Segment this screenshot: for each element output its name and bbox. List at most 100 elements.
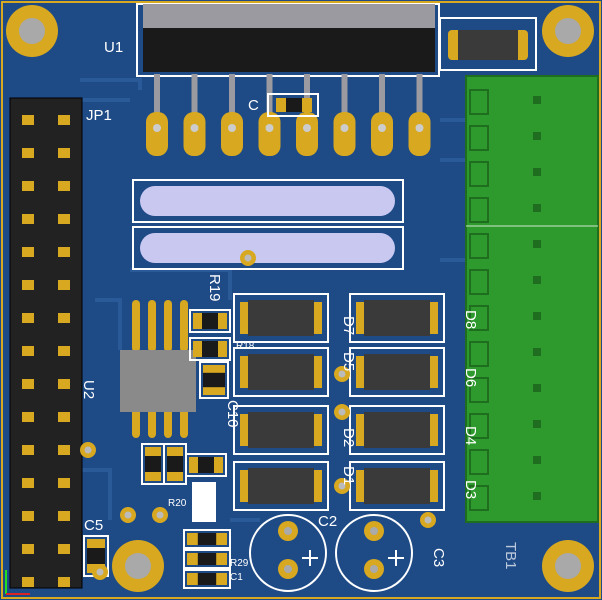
u1-pin-pad (371, 112, 393, 156)
label-d5: D5 (340, 352, 357, 371)
label-d1: D1 (340, 466, 357, 485)
label-d4: D4 (462, 426, 479, 445)
terminal-screw (533, 492, 541, 500)
u1-pin-pad (258, 112, 281, 156)
label-tb: TB1 (502, 542, 519, 570)
smd-passives (83, 309, 231, 589)
jp1-pin (22, 544, 34, 554)
jp1-pin (22, 379, 34, 389)
jp1-pin (22, 247, 34, 257)
jp1-pin (22, 280, 34, 290)
u2-chip (120, 300, 196, 438)
terminal-screw (533, 168, 541, 176)
vias (80, 250, 436, 580)
jp1-pin (58, 379, 70, 389)
jp1-pin (22, 577, 34, 587)
u2-pin (164, 300, 172, 352)
jp1-pin (58, 148, 70, 158)
white-pad (192, 482, 216, 522)
label-u2: U2 (80, 380, 97, 399)
smd-outline (183, 569, 231, 589)
terminal-screw (533, 276, 541, 284)
diode-body (364, 412, 430, 448)
jp1-header (9, 97, 83, 589)
origin-marker (5, 570, 30, 595)
diode-outline (233, 347, 329, 397)
jp1-pin (22, 412, 34, 422)
smd-outline (189, 309, 231, 333)
u1-pin-pad (183, 112, 206, 156)
mounting-holes (6, 5, 594, 592)
label-jp1: JP1 (86, 107, 112, 124)
top-small-capacitor (267, 93, 319, 117)
electrolytic-caps (249, 514, 413, 592)
jp1-pin (58, 247, 70, 257)
label-c10: C10 (224, 400, 241, 428)
label-c5: C5 (84, 517, 103, 534)
u2-pin (180, 300, 188, 352)
u2-pin (132, 408, 140, 438)
terminal-screw (533, 384, 541, 392)
terminal-screw (533, 348, 541, 356)
jp1-pin (58, 412, 70, 422)
jp1-pin (58, 478, 70, 488)
terminal-screw (533, 204, 541, 212)
label-c3: C3 (430, 548, 447, 567)
smd-outline (199, 361, 229, 399)
jp1-pin (22, 478, 34, 488)
diode-outline (233, 293, 329, 343)
label-r19: R19 (206, 274, 223, 302)
diode-outline (349, 293, 445, 343)
u2-pin (132, 300, 140, 352)
label-r18: R18 (236, 341, 255, 352)
u1-component (136, 3, 440, 156)
jp1-pin (58, 511, 70, 521)
u2-pin (180, 408, 188, 438)
fuse-holders (132, 179, 404, 270)
diode-outline (349, 347, 445, 397)
terminal-block (465, 75, 599, 523)
diode-body (248, 412, 314, 448)
jp1-pin (58, 214, 70, 224)
u1-pin-pad (296, 112, 318, 156)
label-c-top: C (248, 97, 259, 114)
jp1-pin (58, 577, 70, 587)
jp1-pin (22, 445, 34, 455)
u2-pin (148, 300, 156, 352)
label-r29: R29 (230, 558, 249, 569)
smd-outline (189, 337, 231, 361)
label-c1: C1 (230, 572, 243, 583)
smd-outline (183, 549, 231, 569)
jp1-pin (22, 115, 34, 125)
terminal-screw (533, 312, 541, 320)
jp1-pin (22, 148, 34, 158)
label-u1: U1 (104, 39, 123, 56)
u2-pin (148, 408, 156, 438)
diode-outline (233, 461, 329, 511)
silk-labels: U1 JP1 C U2 R19 C5 C2 C3 D7 D8 D5 D6 D2 … (80, 39, 519, 583)
u2-pin (164, 408, 172, 438)
jp1-pin (22, 313, 34, 323)
diode-body (364, 354, 430, 390)
label-d3: D3 (462, 480, 479, 499)
label-c2: C2 (318, 513, 337, 530)
label-d7: D7 (340, 316, 357, 335)
smd-outline (183, 529, 231, 549)
u1-pin-pad (408, 112, 431, 156)
u1-pin-pad (333, 112, 356, 156)
terminal-screw (533, 96, 541, 104)
jp1-pin (22, 181, 34, 191)
jp1-pin (58, 115, 70, 125)
top-right-capacitor (439, 17, 537, 71)
diode-body (364, 300, 430, 336)
jp1-pin (22, 511, 34, 521)
jp1-pin (22, 346, 34, 356)
terminal-screw (533, 456, 541, 464)
terminal-screw (533, 420, 541, 428)
label-d2: D2 (340, 428, 357, 447)
jp1-pin (58, 181, 70, 191)
smd-outline (185, 453, 227, 477)
